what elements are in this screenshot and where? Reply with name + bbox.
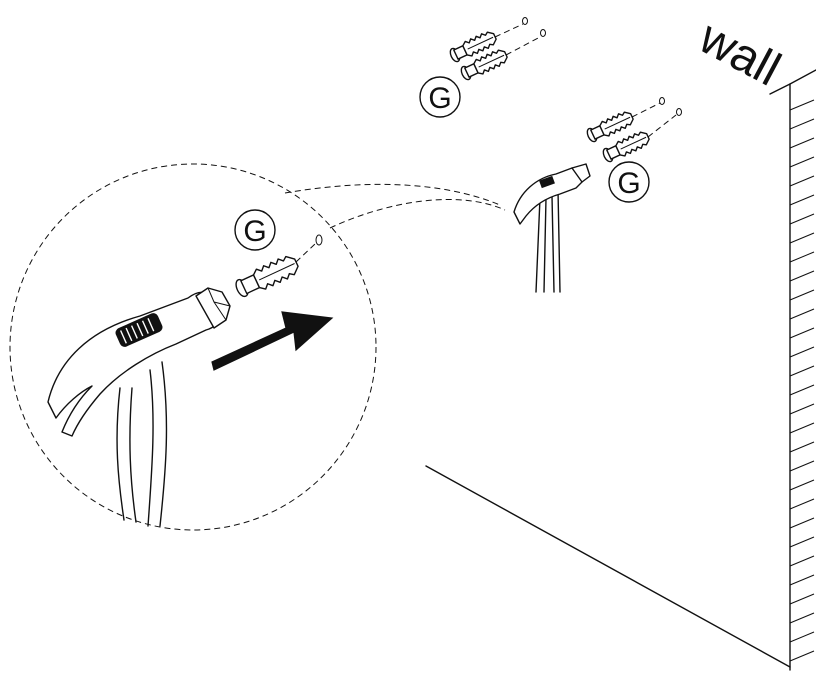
wall-hatch-line: [790, 119, 814, 129]
part-label-g: G: [235, 210, 275, 250]
wall-hatch-line: [790, 404, 814, 414]
wall-hatch-line: [790, 632, 814, 642]
svg-text:G: G: [617, 167, 640, 200]
wall-hatch-line: [790, 613, 814, 623]
wall-hatch-line: [790, 499, 814, 509]
wall-hatch-line: [790, 442, 814, 452]
wall-hatch-line: [790, 309, 814, 319]
wall-hatch-line: [790, 176, 814, 186]
wall-hatch-line: [790, 271, 814, 281]
direction-arrow-icon: [212, 312, 332, 370]
wall-hatch-line: [790, 575, 814, 585]
wall-hatch-line: [790, 328, 814, 338]
wall-hatch-line: [790, 252, 814, 262]
wall-hatch-line: [790, 480, 814, 490]
hammer-icon: [48, 288, 230, 526]
detail-zoom-circle: [10, 164, 376, 530]
wall-hatch-line: [790, 385, 814, 395]
wall-hatch-line: [790, 423, 814, 433]
hammer-icon: [514, 164, 590, 292]
wall-hatch-line: [790, 214, 814, 224]
wall-hatch-line: [790, 518, 814, 528]
wall-label: wall: [690, 10, 789, 96]
wall-hatch-line: [790, 594, 814, 604]
wall-surface: [426, 70, 816, 670]
wall-hatch-line: [790, 157, 814, 167]
wall-hatch-line: [790, 233, 814, 243]
wall-hatch-line: [790, 347, 814, 357]
part-label-g: G: [609, 162, 649, 202]
wall-hatch-line: [790, 138, 814, 148]
wall-anchor-icon: [233, 253, 301, 300]
wall-hatch-line: [790, 537, 814, 547]
wall-hatch-line: [790, 556, 814, 566]
wall-hatch-line: [790, 100, 814, 110]
svg-text:G: G: [243, 215, 266, 248]
part-label-g: G: [420, 77, 460, 117]
wall-hatch-line: [790, 195, 814, 205]
svg-text:G: G: [428, 82, 451, 115]
wall-edge-hatching: [790, 100, 814, 661]
wall-hatch-line: [790, 461, 814, 471]
wall-hatch-line: [790, 651, 814, 661]
wall-hatch-line: [790, 366, 814, 376]
wall-hatch-line: [790, 290, 814, 300]
